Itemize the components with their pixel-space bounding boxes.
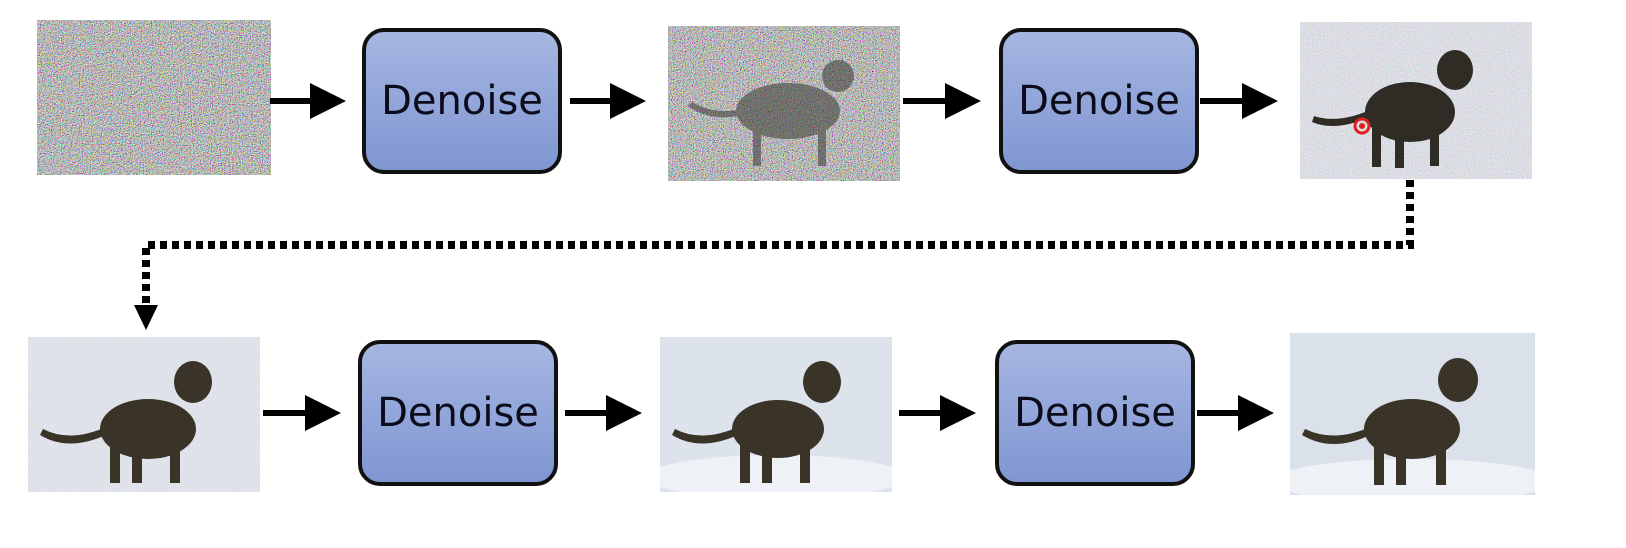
cat-silhouette bbox=[40, 361, 212, 483]
dotted-connector-head bbox=[134, 305, 158, 330]
cat-silhouette bbox=[688, 60, 854, 166]
cat-silhouette bbox=[1312, 50, 1473, 168]
denoise-label: Denoise bbox=[1014, 390, 1176, 436]
cat-nearly-clean-image bbox=[660, 337, 892, 492]
denoise-box-4: Denoise bbox=[995, 340, 1195, 486]
cursor-marker bbox=[1353, 117, 1371, 135]
noisy-cat-medium-image bbox=[1300, 22, 1532, 179]
cat-silhouette bbox=[1302, 358, 1478, 485]
denoise-box-1: Denoise bbox=[362, 28, 562, 174]
denoise-label: Denoise bbox=[381, 78, 543, 124]
cat-silhouette bbox=[672, 361, 841, 483]
pure-noise-image bbox=[37, 20, 271, 175]
noisy-cat-high-image bbox=[668, 26, 900, 181]
dotted-connector bbox=[142, 180, 1414, 305]
denoise-label: Denoise bbox=[377, 390, 539, 436]
noisy-cat-low-image bbox=[28, 337, 260, 492]
denoise-box-2: Denoise bbox=[999, 28, 1199, 174]
denoise-label: Denoise bbox=[1018, 78, 1180, 124]
denoise-box-3: Denoise bbox=[358, 340, 558, 486]
cat-clean-image bbox=[1290, 333, 1535, 495]
